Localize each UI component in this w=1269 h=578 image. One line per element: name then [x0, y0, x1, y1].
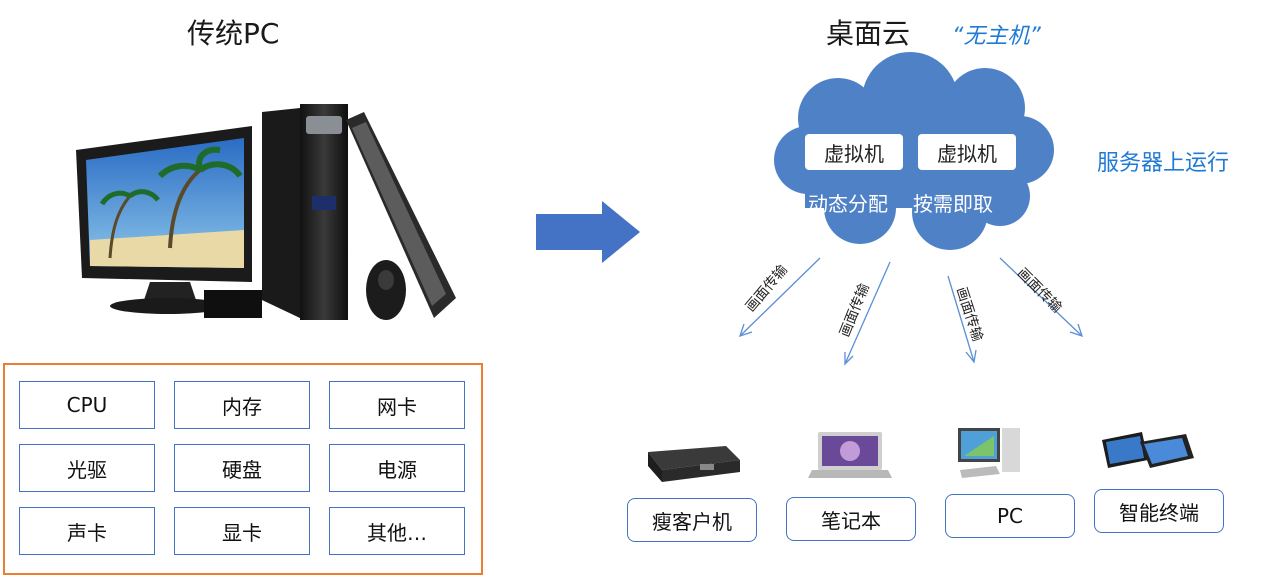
hardware-components-panel: [3, 363, 483, 575]
monitor-icon: [76, 126, 252, 314]
laptop-icon: [808, 432, 892, 478]
thin-client-icon: [648, 446, 740, 482]
headless-subtitle: “无主机”: [952, 24, 1041, 49]
device-laptop: 笔记本: [786, 497, 916, 541]
keyboard-icon: [346, 112, 456, 318]
virtual-machine-box-2: 虚拟机: [918, 134, 1016, 170]
component-other: 其他…: [329, 507, 465, 555]
virtual-machine-box-1: 虚拟机: [805, 134, 903, 170]
component-memory: 内存: [174, 381, 310, 429]
dynamic-allocation-caption: 动态分配: [808, 192, 888, 216]
component-power-supply: 电源: [329, 444, 465, 492]
server-side-note: 服务器上运行: [1097, 151, 1230, 176]
device-pc: PC: [945, 494, 1075, 538]
component-sound-card: 声卡: [19, 507, 155, 555]
desktop-cloud-title: 桌面云: [826, 17, 911, 50]
smart-terminal-icon: [1102, 432, 1194, 468]
component-optical-drive: 光驱: [19, 444, 155, 492]
pc-tower-icon: [204, 104, 348, 320]
transfer-arrows: [738, 257, 1084, 366]
traditional-pc-title: 传统PC: [187, 17, 280, 50]
component-graphics-card: 显卡: [174, 507, 310, 555]
component-cpu: CPU: [19, 381, 155, 429]
device-thin-client: 瘦客户机: [627, 498, 757, 542]
component-hard-disk: 硬盘: [174, 444, 310, 492]
pc-device-icon: [958, 428, 1020, 478]
device-smart-terminal: 智能终端: [1094, 489, 1224, 533]
on-demand-caption: 按需即取: [913, 192, 993, 216]
component-nic: 网卡: [329, 381, 465, 429]
transition-arrow-icon: [536, 201, 640, 263]
